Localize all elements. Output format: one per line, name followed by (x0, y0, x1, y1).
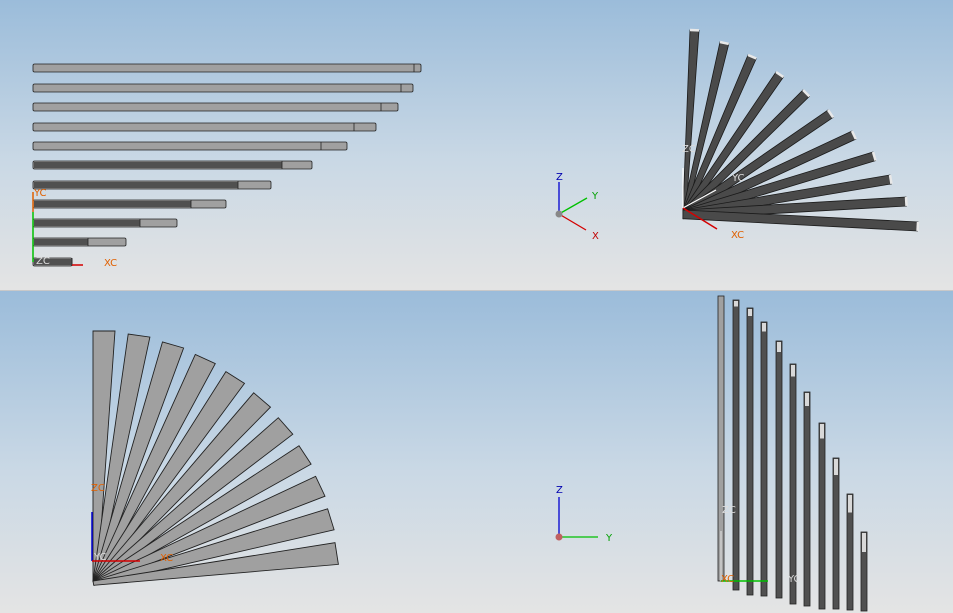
plate-side-4 (32, 122, 377, 132)
triad-origin-bottom (555, 533, 563, 541)
yc-label-end: YC (787, 574, 801, 585)
plate-front-11 (92, 542, 339, 586)
rod-cap-3 (748, 309, 752, 316)
rod-9 (832, 457, 840, 610)
rod-cap-8 (820, 424, 824, 439)
wcs-axes-top-left (32, 192, 83, 266)
wcs-axes-bottom-right (720, 531, 768, 582)
plate-side-5 (32, 141, 348, 151)
plate-side-shade-10 (34, 239, 88, 245)
plate-side-shade-11 (34, 259, 72, 265)
rod-10 (846, 493, 854, 611)
xc-label-iso: XC (731, 230, 744, 241)
triad-z-label: Z (556, 172, 563, 183)
triad-origin (555, 210, 563, 218)
yc-label-front: YC (93, 552, 107, 563)
bottom-view-canvas[interactable]: ZC YC XC Z Y ZC XC YC (0, 291, 953, 613)
plate-side-3 (32, 102, 399, 112)
plate-iso-top-7 (850, 130, 857, 140)
wcs-axes-bottom-left (91, 512, 140, 562)
rod-cap-6 (791, 365, 795, 377)
plate-side-2 (32, 83, 414, 93)
plate-iso-top-6 (826, 109, 835, 119)
plate-iso-top-2 (719, 40, 730, 46)
plate-iso-top-8 (871, 151, 877, 161)
zc-label: ZC (36, 256, 50, 267)
zc-label-end: ZC (722, 505, 736, 516)
plate-iso-top-9 (888, 174, 893, 185)
viewport-bottom[interactable]: ZC YC XC Z Y ZC XC YC (0, 291, 953, 613)
triad-z-label-bottom: Z (556, 485, 563, 496)
plate-side-shade-7 (34, 182, 238, 188)
xc-label-front: XC (160, 553, 173, 564)
view-triad-bottom (555, 497, 598, 541)
rod-3 (746, 307, 754, 596)
rod-cap-10 (848, 495, 852, 513)
triad-x-label: X (592, 231, 599, 242)
plate-stack-end-view (717, 295, 868, 612)
plate-iso-top-3 (747, 53, 757, 60)
plate-side-shade-9 (34, 220, 140, 226)
xc-label-end: XC (721, 574, 734, 585)
rod-11 (860, 531, 868, 612)
rod-6 (789, 363, 797, 605)
viewport-top[interactable]: YC XC ZC Z Y X ZC YC XC (0, 0, 953, 290)
plate-iso-top-10 (904, 196, 908, 207)
viewport-divider (0, 290, 953, 291)
zc-label-front: ZC (91, 483, 105, 494)
plate-side-1 (32, 63, 422, 73)
rod-cap-9 (834, 459, 838, 475)
triad-y-label: Y (591, 191, 599, 202)
rod-2 (732, 299, 740, 591)
plate-fan-front (92, 330, 339, 586)
rod-cap-11 (862, 533, 866, 552)
plate-side-shade-6 (34, 162, 282, 168)
xc-label: XC (104, 258, 117, 269)
view-triad-top (555, 182, 588, 231)
triad-y-label-bottom: Y (605, 533, 613, 544)
yc-label-iso: YC (731, 173, 745, 184)
top-view-canvas[interactable]: YC XC ZC Z Y X ZC YC XC (0, 0, 953, 290)
rod-4 (760, 321, 768, 597)
yc-label: YC (33, 188, 47, 199)
plate-fan-isometric (682, 28, 920, 232)
plate-iso-11 (682, 209, 919, 232)
wcs-axes-top-right (682, 168, 718, 230)
rod-8 (818, 422, 826, 610)
rod-cap-2 (734, 301, 738, 307)
plate-side-shade-8 (34, 201, 191, 207)
rod-7 (803, 391, 811, 607)
plate-iso-top-5 (802, 89, 811, 98)
zc-label-iso: ZC (682, 144, 696, 155)
rod-cap-5 (777, 342, 781, 352)
rod-cap-4 (762, 323, 766, 332)
plate-iso-top-4 (775, 70, 785, 79)
rod-5 (775, 340, 783, 599)
rod-cap-7 (805, 393, 809, 406)
plate-stack-side (32, 63, 422, 267)
